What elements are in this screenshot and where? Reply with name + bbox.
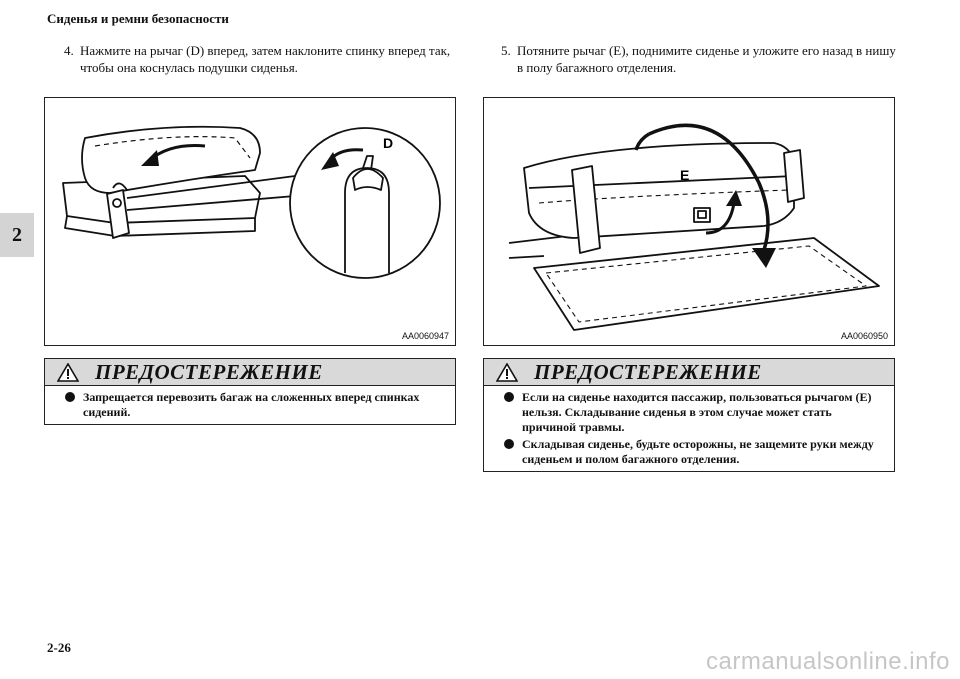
step-4: 4. Нажмите на рычаг (D) вперед, затем на… xyxy=(64,42,464,76)
warning-box-1: ПРЕДОСТЕРЕЖЕНИЕ Запрещается перевозить б… xyxy=(44,358,456,425)
callout-label: D xyxy=(383,135,393,151)
seat-stow-illustration: E xyxy=(508,123,880,331)
warning-triangle-icon xyxy=(496,363,518,382)
warning-item: Складывая сиденье, будьте осторожны, не … xyxy=(492,437,886,467)
figure-fold-backrest: D AA0060947 xyxy=(44,97,456,346)
watermark: carmanualsonline.info xyxy=(706,648,950,675)
step-number: 5. xyxy=(501,43,511,58)
warning-box-2: ПРЕДОСТЕРЕЖЕНИЕ Если на сиденье находитс… xyxy=(483,358,895,472)
warning-header: ПРЕДОСТЕРЕЖЕНИЕ xyxy=(45,359,455,386)
bullet-icon xyxy=(504,392,514,402)
warning-title: ПРЕДОСТЕРЕЖЕНИЕ xyxy=(534,360,762,384)
step-5: 5. Потяните рычаг (E), поднимите сиденье… xyxy=(501,42,901,76)
chapter-tab: 2 xyxy=(0,213,34,257)
step-text: Потяните рычаг (E), поднимите сиденье и … xyxy=(517,43,896,75)
step-text: Нажмите на рычаг (D) вперед, затем накло… xyxy=(80,43,451,75)
warning-triangle-icon xyxy=(57,363,79,382)
warning-item: Запрещается перевозить багаж на сложенны… xyxy=(53,390,447,420)
bullet-icon xyxy=(504,439,514,449)
seat-fold-illustration: D xyxy=(62,125,441,279)
bullet-icon xyxy=(65,392,75,402)
warning-title: ПРЕДОСТЕРЕЖЕНИЕ xyxy=(95,360,323,384)
figure-code: AA0060950 xyxy=(840,331,888,341)
step-number: 4. xyxy=(64,43,74,58)
warning-header: ПРЕДОСТЕРЕЖЕНИЕ xyxy=(484,359,894,386)
page-number: 2-26 xyxy=(47,640,71,655)
figure-stow-seat: E AA0060950 xyxy=(483,97,895,346)
callout-label: E xyxy=(680,167,689,183)
warning-item: Если на сиденье находится пассажир, поль… xyxy=(492,390,886,435)
figure-code: AA0060947 xyxy=(401,331,449,341)
running-header: Сиденья и ремни безопасности xyxy=(47,11,229,26)
